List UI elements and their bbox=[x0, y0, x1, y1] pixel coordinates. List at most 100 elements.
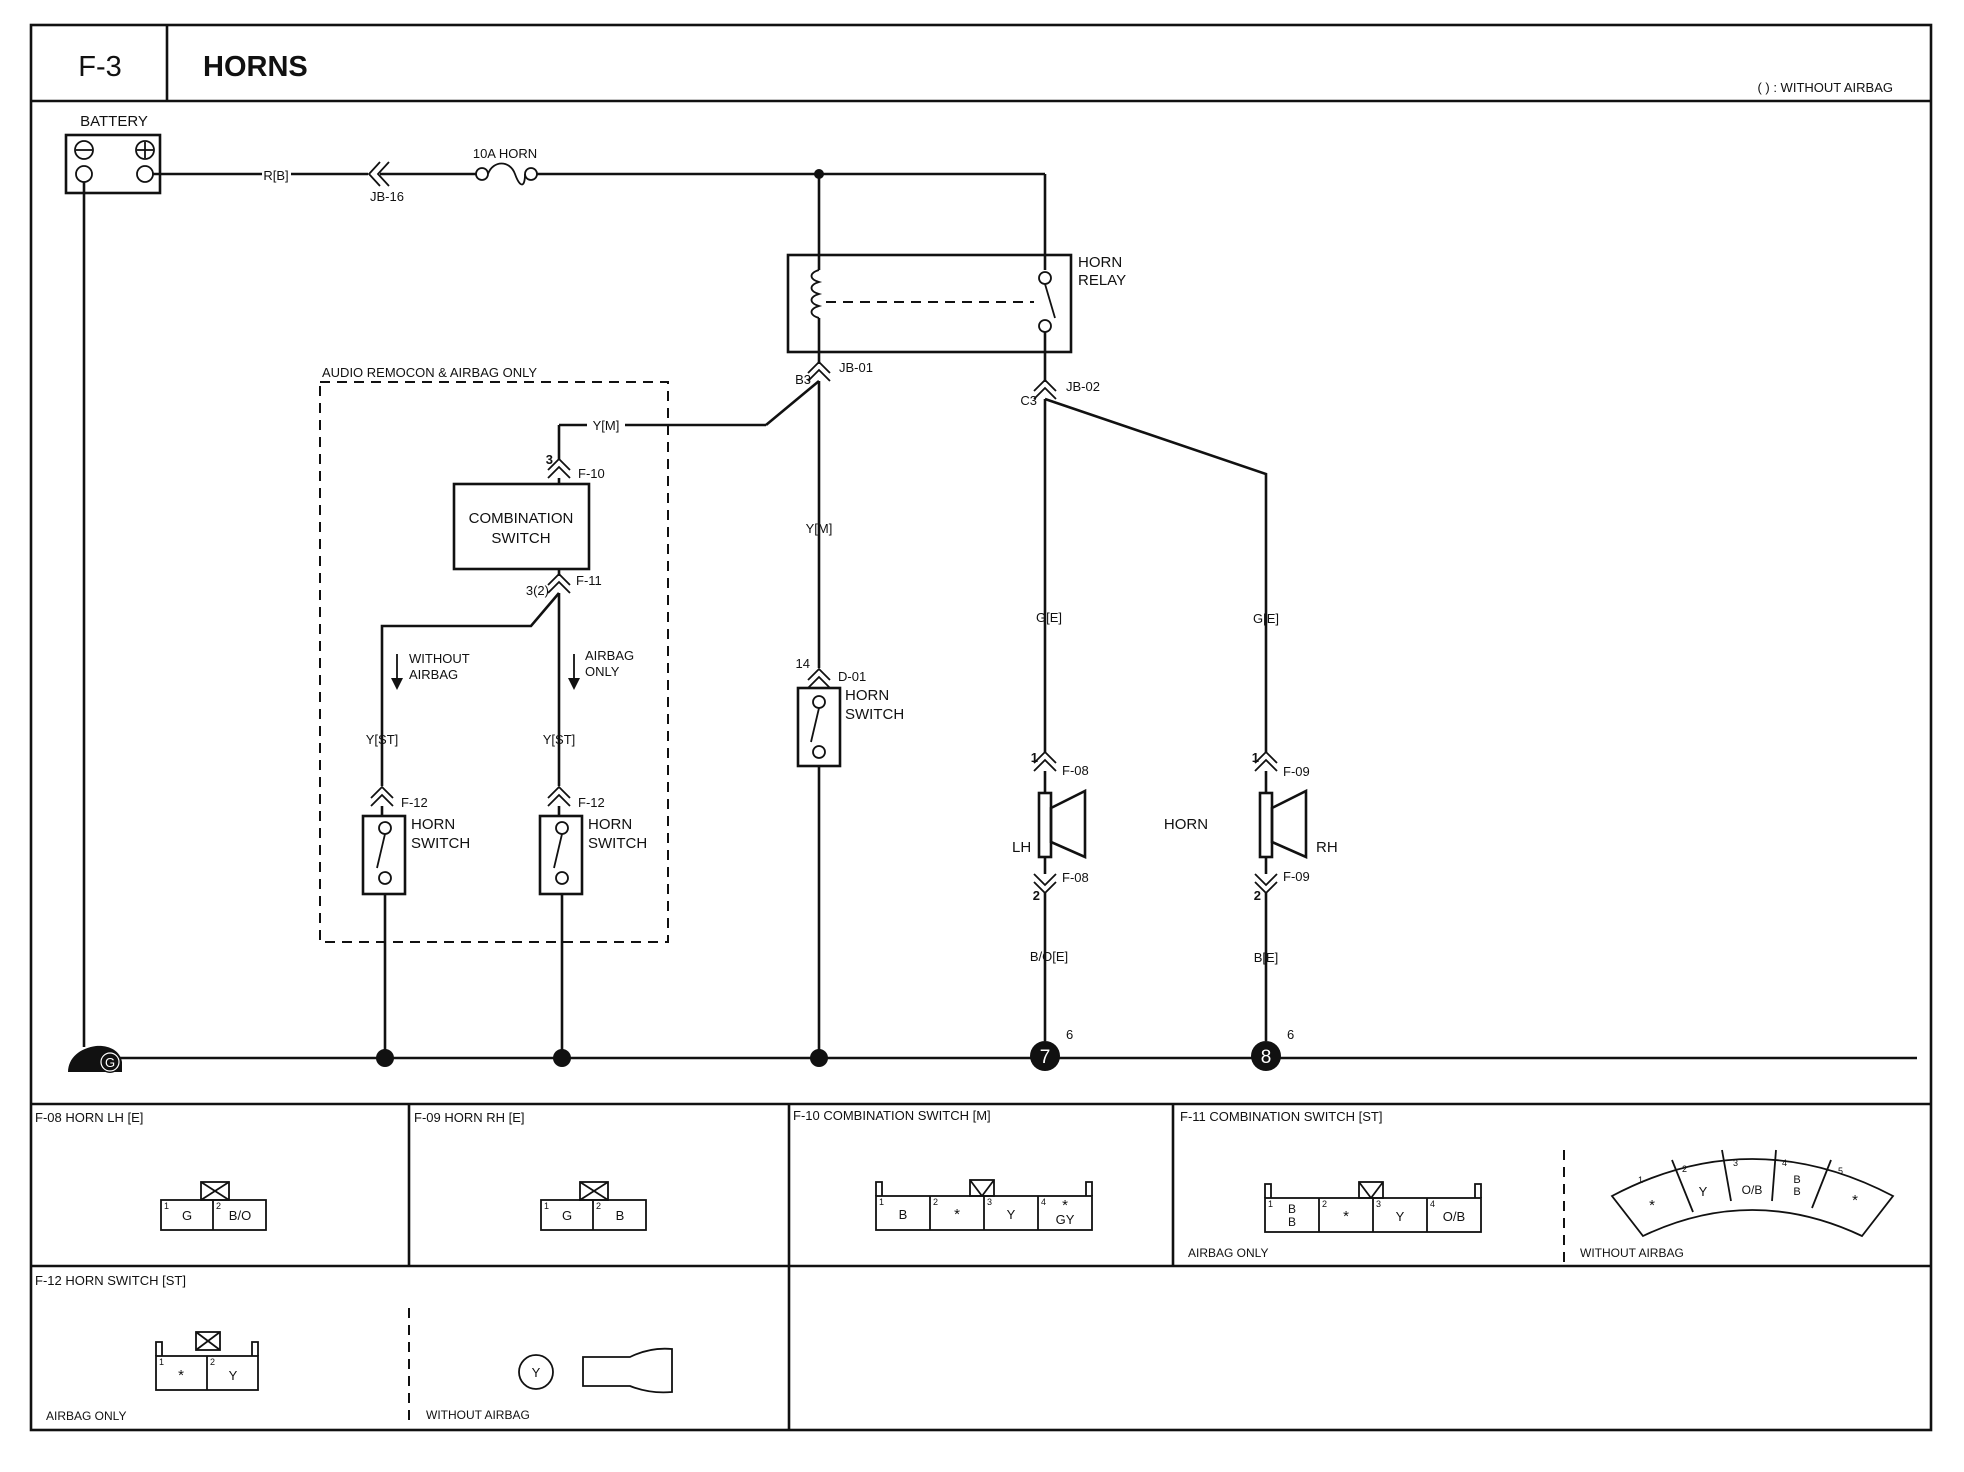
f10-pin1-num: 1 bbox=[879, 1197, 884, 1207]
f12-connector-face bbox=[155, 1331, 259, 1391]
d01-label: D-01 bbox=[838, 669, 866, 684]
fuse-label: 10A HORN bbox=[473, 146, 537, 161]
f08-title: F-08 HORN LH [E] bbox=[35, 1110, 143, 1125]
rh-wire-color: G[E] bbox=[1253, 611, 1279, 626]
f11-arc-pin5: * bbox=[1852, 1192, 1858, 1209]
audio-wire-color: Y[M] bbox=[593, 418, 620, 433]
combination-switch-box bbox=[452, 482, 591, 571]
f10-label: F-10 bbox=[578, 466, 605, 481]
f12-without-airbag: WITHOUT AIRBAG bbox=[426, 1408, 530, 1422]
rh-ground-wire-color: B[E] bbox=[1254, 950, 1279, 965]
f08-connector-face bbox=[160, 1181, 267, 1231]
relay-to-rh-horn-wire bbox=[1044, 397, 1268, 752]
f11-pin1-color: B bbox=[1288, 1215, 1296, 1229]
ground-point-7 bbox=[1030, 1041, 1060, 1071]
audio-box-title: AUDIO REMOCON & AIRBAG ONLY bbox=[322, 365, 537, 380]
relay-to-audio-wire bbox=[765, 379, 820, 427]
right-wire-color: Y[ST] bbox=[543, 732, 576, 747]
horn-rh-label: RH bbox=[1316, 839, 1338, 856]
horn-switch-left-label-2: SWITCH bbox=[411, 835, 470, 852]
f10-pin3-num: 3 bbox=[987, 1197, 992, 1207]
rh-conn-1: F-09 bbox=[1283, 764, 1310, 779]
f11-pin3: Y bbox=[1396, 1209, 1405, 1224]
audio-airbag-dashed-box bbox=[319, 381, 669, 943]
f09-pin1: G bbox=[562, 1208, 572, 1223]
center-horn-switch-label-2: SWITCH bbox=[845, 706, 904, 723]
f12-right-label: F-12 bbox=[578, 795, 605, 810]
ground-g-icon bbox=[68, 1045, 122, 1073]
f09-connector-face bbox=[540, 1181, 647, 1231]
legend-note: ( ) : WITHOUT AIRBAG bbox=[1757, 80, 1893, 95]
fuse-icon bbox=[475, 162, 538, 186]
f11-title: F-11 COMBINATION SWITCH [ST] bbox=[1180, 1109, 1382, 1124]
f12-right-connector-icon bbox=[547, 785, 571, 807]
f10-pin1: B bbox=[899, 1207, 908, 1222]
f11-connector-icon bbox=[547, 572, 571, 594]
splice-dot bbox=[553, 1049, 571, 1067]
f12-pin1-num: 1 bbox=[159, 1357, 164, 1367]
f09-pin2: B bbox=[616, 1208, 625, 1223]
lh-pin-1: 1 bbox=[1031, 750, 1038, 765]
ground-point-8 bbox=[1251, 1041, 1281, 1071]
f09-upper-connector-icon bbox=[1254, 750, 1278, 772]
f10-pin4-num: 4 bbox=[1041, 1197, 1046, 1207]
center-wire-color: Y[M] bbox=[806, 521, 833, 536]
f11-pin3-num: 3 bbox=[1376, 1199, 1381, 1209]
ground-point-8-label: 8 bbox=[1261, 1047, 1272, 1068]
airbag-only-label-2: ONLY bbox=[585, 664, 620, 679]
horn-lh-icon bbox=[1037, 788, 1087, 859]
f11-pin: 3(2) bbox=[526, 583, 549, 598]
f11-arc-pin4-color: B bbox=[1793, 1186, 1800, 1198]
lh-ground-wire-color: B/O[E] bbox=[1030, 949, 1068, 964]
f10-pin2: * bbox=[954, 1206, 960, 1223]
relay-coil-icon bbox=[810, 269, 823, 319]
f11-arc-pin2: Y bbox=[1699, 1184, 1708, 1199]
down-arrow-icon bbox=[391, 654, 403, 690]
horn-switch-left bbox=[361, 814, 407, 896]
d01-connector-icon bbox=[807, 667, 831, 689]
f08-pin2: B/O bbox=[229, 1208, 251, 1223]
splice-dot bbox=[376, 1049, 394, 1067]
f11-arc-pin4-num: 4 bbox=[1782, 1158, 1787, 1168]
f12-title: F-12 HORN SWITCH [ST] bbox=[35, 1273, 186, 1288]
horn-rh-icon bbox=[1258, 788, 1308, 859]
f12-pin2: Y bbox=[229, 1368, 238, 1383]
feed-wire-color: R[B] bbox=[263, 168, 288, 183]
jb01-label: JB-01 bbox=[839, 360, 873, 375]
horn-center-label: HORN bbox=[1164, 816, 1208, 833]
horn-switch-right bbox=[538, 814, 584, 896]
jb01-pin: B3 bbox=[795, 372, 811, 387]
f08-pin1-num: 1 bbox=[164, 1201, 169, 1211]
ground-point-7-sup: 6 bbox=[1066, 1027, 1073, 1042]
f10-pin: 3 bbox=[546, 452, 553, 467]
combination-switch-label-2: SWITCH bbox=[491, 530, 550, 547]
f11-connector-face bbox=[1264, 1181, 1482, 1233]
horn-lh-label: LH bbox=[1012, 839, 1031, 856]
without-airbag-label-1: WITHOUT bbox=[409, 651, 470, 666]
f11-pin1: B bbox=[1288, 1202, 1296, 1216]
d01-pin: 14 bbox=[796, 656, 810, 671]
left-wire-color: Y[ST] bbox=[366, 732, 399, 747]
f12-airbag-only: AIRBAG ONLY bbox=[46, 1409, 126, 1423]
without-airbag-label-2: AIRBAG bbox=[409, 667, 458, 682]
center-horn-switch bbox=[796, 686, 842, 768]
f12-left-label: F-12 bbox=[401, 795, 428, 810]
f11-without-airbag: WITHOUT AIRBAG bbox=[1580, 1246, 1684, 1260]
lh-conn-2: F-08 bbox=[1062, 870, 1089, 885]
f09-pin2-num: 2 bbox=[596, 1201, 601, 1211]
f12-pin1: * bbox=[178, 1367, 184, 1384]
f11-arc-pin1: * bbox=[1649, 1197, 1655, 1214]
f12-round-terminal bbox=[518, 1354, 554, 1390]
rh-pin-1: 1 bbox=[1252, 750, 1259, 765]
battery: BATTERY bbox=[64, 113, 162, 195]
f11-arc-pin3: O/B bbox=[1742, 1183, 1763, 1197]
lh-wire-color: G[E] bbox=[1036, 610, 1062, 625]
outer-frame bbox=[29, 23, 1933, 1432]
f10-connector-face bbox=[875, 1179, 1093, 1231]
horn-relay bbox=[786, 253, 1073, 354]
f09-title: F-09 HORN RH [E] bbox=[414, 1110, 525, 1125]
jb02-connector-icon bbox=[1033, 378, 1057, 400]
battery-label: BATTERY bbox=[80, 113, 148, 130]
down-arrow-icon bbox=[568, 654, 580, 690]
